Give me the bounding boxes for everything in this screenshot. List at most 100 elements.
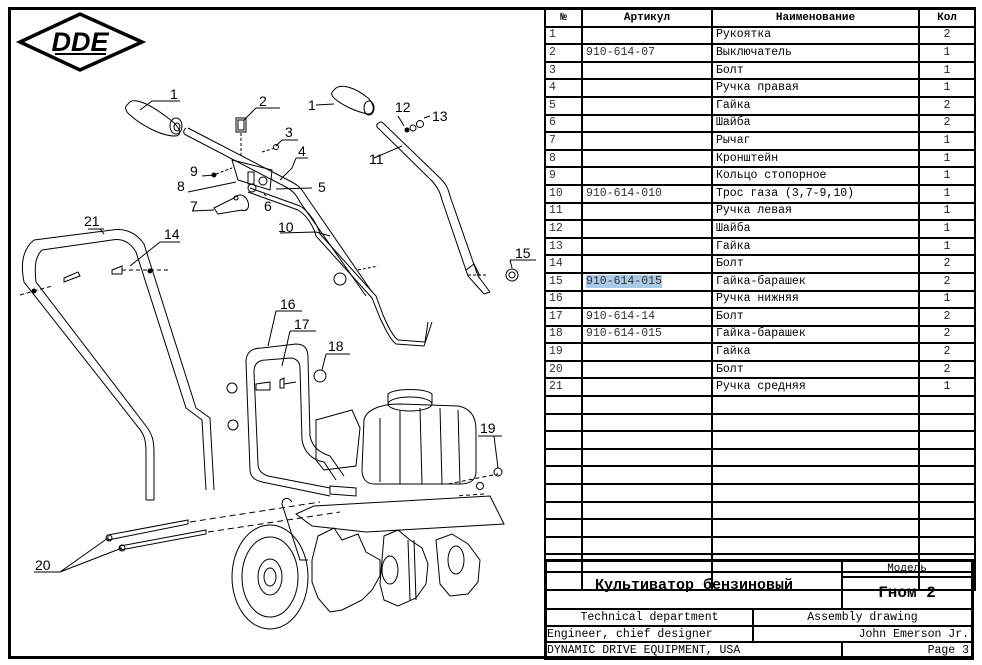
row-name: Шайба bbox=[711, 114, 920, 133]
empty-cell bbox=[581, 448, 713, 467]
header-sku: Артикул bbox=[581, 6, 713, 28]
row-sku: 910-614-07 bbox=[581, 43, 713, 63]
empty-cell bbox=[918, 448, 976, 467]
row-qty: 2 bbox=[918, 360, 976, 379]
callout-5: 5 bbox=[318, 179, 326, 195]
row-sku bbox=[581, 78, 713, 98]
part-20-bolts bbox=[105, 501, 341, 552]
title-block: Культиватор бензиновый Модель Гном 2 Tec… bbox=[544, 559, 974, 660]
person: John Emerson Jr. bbox=[753, 626, 972, 642]
row-name: Ручка правая bbox=[711, 78, 920, 98]
row-num: 9 bbox=[544, 166, 583, 186]
row-num: 13 bbox=[544, 237, 583, 256]
callout-18: 18 bbox=[328, 338, 344, 354]
row-sku bbox=[581, 360, 713, 379]
empty-cell bbox=[711, 448, 920, 467]
product-title: Культиватор бензиновый bbox=[546, 561, 842, 609]
row-sku bbox=[581, 290, 713, 309]
part-7-lever bbox=[213, 194, 249, 215]
part-21-middle-handle bbox=[21, 229, 215, 501]
row-name: Шайба bbox=[711, 219, 920, 239]
row-name: Рукоятка bbox=[711, 26, 920, 45]
empty-cell bbox=[711, 395, 920, 415]
empty-row bbox=[544, 413, 976, 432]
empty-cell bbox=[918, 413, 976, 432]
row-sku-text: 910-614-07 bbox=[586, 45, 656, 59]
empty-cell bbox=[581, 413, 713, 432]
row-qty: 1 bbox=[918, 78, 976, 98]
row-qty: 2 bbox=[918, 26, 976, 45]
row-qty: 1 bbox=[918, 290, 976, 309]
row-num: 19 bbox=[544, 342, 583, 362]
row-sku-text: 910-614-015 bbox=[586, 274, 662, 288]
row-sku bbox=[581, 26, 713, 45]
empty-cell bbox=[581, 430, 713, 450]
row-qty: 1 bbox=[918, 166, 976, 186]
drawing-type: Assembly drawing bbox=[753, 609, 972, 626]
part-16-lower-handle bbox=[245, 343, 345, 497]
callout-3: 3 bbox=[285, 124, 293, 140]
row-name: Гайка-барашек bbox=[711, 272, 920, 291]
row-name: Гайка bbox=[711, 96, 920, 116]
empty-cell bbox=[711, 536, 920, 555]
row-sku-text: 910-614-015 bbox=[586, 327, 662, 341]
wheel bbox=[231, 524, 309, 630]
part-11-left-handle bbox=[376, 121, 491, 295]
callout-17: 17 bbox=[294, 316, 310, 332]
callout-9: 9 bbox=[190, 163, 198, 179]
empty-cell bbox=[581, 518, 713, 538]
row-sku bbox=[581, 237, 713, 256]
callout-8: 8 bbox=[177, 178, 185, 194]
model-label: Модель bbox=[842, 561, 972, 577]
row-name: Кронштейн bbox=[711, 149, 920, 168]
empty-cell bbox=[918, 395, 976, 415]
empty-cell bbox=[918, 518, 976, 538]
row-sku: 910-614-015 bbox=[581, 325, 713, 344]
empty-cell bbox=[711, 483, 920, 503]
row-sku bbox=[581, 166, 713, 186]
tines bbox=[311, 527, 481, 613]
row-num: 5 bbox=[544, 96, 583, 116]
row-qty: 2 bbox=[918, 342, 976, 362]
row-qty: 1 bbox=[918, 43, 976, 63]
empty-cell bbox=[711, 430, 920, 450]
empty-cell bbox=[544, 536, 583, 555]
row-sku bbox=[581, 114, 713, 133]
empty-cell bbox=[711, 518, 920, 538]
empty-cell bbox=[918, 536, 976, 555]
row-num: 12 bbox=[544, 219, 583, 239]
department: Technical department bbox=[546, 609, 753, 626]
row-num: 4 bbox=[544, 78, 583, 98]
row-qty: 1 bbox=[918, 184, 976, 204]
part-8-bracket bbox=[231, 159, 273, 193]
empty-cell bbox=[581, 571, 713, 591]
empty-cell bbox=[581, 483, 713, 503]
row-num: 3 bbox=[544, 61, 583, 80]
company: DYNAMIC DRIVE EQUIPMENT, USA bbox=[546, 642, 842, 659]
row-num: 10 bbox=[544, 184, 583, 204]
part-15-wing-nut bbox=[505, 268, 519, 282]
table-header-row: № Артикул Наименование Кол bbox=[544, 6, 976, 28]
